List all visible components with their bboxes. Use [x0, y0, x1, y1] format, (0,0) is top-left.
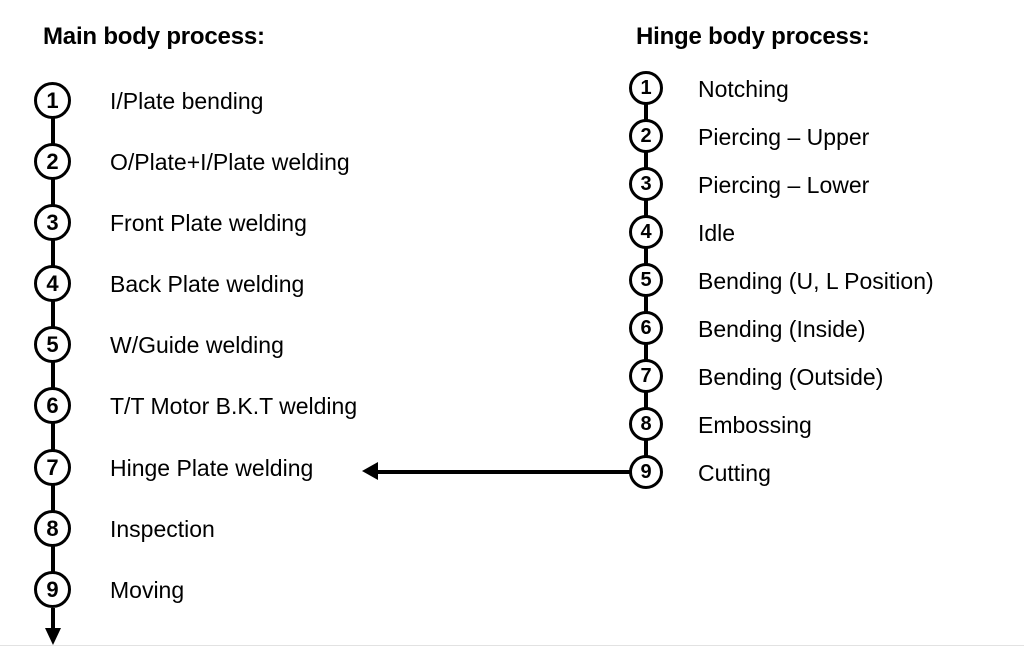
hinge-step-6-number[interactable]: 6	[629, 311, 663, 345]
hinge-step-9-label: Cutting	[698, 460, 771, 486]
main-step-5-label: W/Guide welding	[110, 332, 284, 358]
hinge-to-main-arrow-icon	[362, 462, 378, 480]
hinge-body-process-heading: Hinge body process:	[636, 23, 870, 50]
main-step-1-number[interactable]: 1	[34, 82, 71, 119]
hinge-step-7-label: Bending (Outside)	[698, 364, 884, 390]
hinge-step-7-number[interactable]: 7	[629, 359, 663, 393]
main-step-9-label: Moving	[110, 577, 185, 603]
hinge-step-1-label: Notching	[698, 76, 789, 102]
main-step-3-label: Front Plate welding	[110, 210, 307, 236]
hinge-step-1-number[interactable]: 1	[629, 71, 663, 105]
hinge-step-2-number[interactable]: 2	[629, 119, 663, 153]
main-step-6-number[interactable]: 6	[34, 387, 71, 424]
main-step-3-number[interactable]: 3	[34, 204, 71, 241]
hinge-step-2-label: Piercing – Upper	[698, 124, 870, 150]
bottom-divider	[0, 645, 1024, 646]
hinge-step-8-number[interactable]: 8	[629, 407, 663, 441]
hinge-to-main-link-shaft	[374, 470, 630, 474]
main-output-arrow-shaft	[51, 608, 55, 635]
main-step-1-label: I/Plate bending	[110, 88, 264, 114]
hinge-step-3-label: Piercing – Lower	[698, 172, 870, 198]
main-output-arrow-icon	[45, 628, 61, 645]
main-step-8-label: Inspection	[110, 516, 215, 542]
main-step-8-number[interactable]: 8	[34, 510, 71, 547]
hinge-step-5-number[interactable]: 5	[629, 263, 663, 297]
hinge-step-4-number[interactable]: 4	[629, 215, 663, 249]
hinge-step-8-label: Embossing	[698, 412, 812, 438]
main-step-9-number[interactable]: 9	[34, 571, 71, 608]
hinge-step-5-label: Bending (U, L Position)	[698, 268, 934, 294]
main-step-7-number[interactable]: 7	[34, 449, 71, 486]
hinge-step-6-label: Bending (Inside)	[698, 316, 866, 342]
main-step-5-number[interactable]: 5	[34, 326, 71, 363]
main-step-6-label: T/T Motor B.K.T welding	[110, 393, 358, 419]
main-step-7-label: Hinge Plate welding	[110, 455, 314, 481]
main-step-4-number[interactable]: 4	[34, 265, 71, 302]
hinge-step-4-label: Idle	[698, 220, 736, 246]
main-body-process-heading: Main body process:	[43, 23, 265, 50]
main-step-4-label: Back Plate welding	[110, 271, 305, 297]
main-step-2-label: O/Plate+I/Plate welding	[110, 149, 350, 175]
main-step-2-number[interactable]: 2	[34, 143, 71, 180]
hinge-step-9-number[interactable]: 9	[629, 455, 663, 489]
hinge-step-3-number[interactable]: 3	[629, 167, 663, 201]
